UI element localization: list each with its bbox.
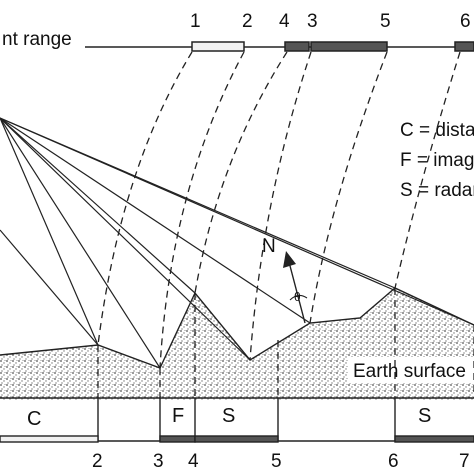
top-marker: 3 — [307, 11, 318, 32]
legend: C = dista F = imag S = radar — [400, 120, 474, 201]
top-marker: 5 — [380, 11, 391, 32]
bottom-marker: 7 — [459, 451, 470, 472]
bottom-marker: 2 — [92, 451, 103, 472]
segment-label: S — [418, 405, 431, 427]
top-marker: 4 — [279, 11, 290, 32]
legend-f: F = imag — [400, 150, 474, 171]
segment-label: C — [27, 408, 41, 430]
north-label: N — [262, 236, 276, 257]
bottom-marker: 6 — [388, 451, 399, 472]
bottom-marker: 4 — [188, 451, 199, 472]
ground-range-bar — [0, 397, 474, 443]
slant-range-bar — [85, 41, 474, 52]
diagram-title: nt range — [2, 29, 72, 50]
bottom-markers: 2 3 4 5 6 7 — [92, 451, 470, 472]
top-markers: 1 2 4 3 5 6 — [190, 11, 471, 32]
normal-arrow — [283, 251, 308, 324]
segment-label: S — [222, 405, 235, 427]
segment-label: F — [172, 405, 184, 427]
top-marker: 2 — [242, 11, 253, 32]
legend-c: C = dista — [400, 120, 474, 141]
earth-label-bg — [348, 357, 474, 383]
top-marker: 6 — [460, 11, 471, 32]
segment-labels: C F S S — [27, 405, 431, 430]
top-marker: 1 — [190, 11, 201, 32]
bottom-marker: 3 — [153, 451, 164, 472]
earth-surface-label: Earth surface — [353, 361, 466, 382]
legend-s: S = radar — [400, 180, 474, 201]
angle-label: θ — [294, 290, 301, 304]
bottom-marker: 5 — [271, 451, 282, 472]
projection-arcs — [97, 51, 474, 398]
